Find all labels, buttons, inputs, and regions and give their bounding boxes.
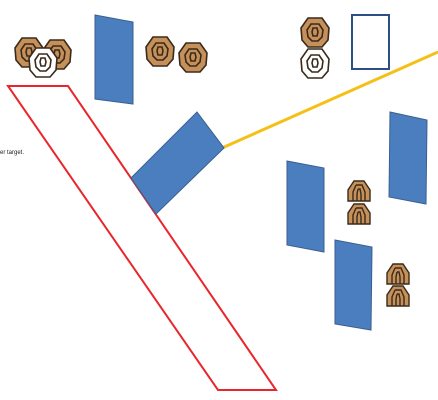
panel-top-left — [94, 14, 134, 105]
caption-text: er target. — [0, 150, 25, 156]
panel-right-lower — [334, 239, 373, 331]
panel-rotated — [130, 111, 225, 215]
small-target-icon — [386, 263, 410, 285]
small-target-icon — [386, 285, 410, 307]
empty-target-icon — [28, 47, 58, 78]
target-icon — [300, 17, 330, 48]
panel-right-middle — [286, 160, 325, 253]
target-icon — [145, 36, 175, 67]
beam-line — [221, 50, 438, 150]
small-target-icon — [347, 203, 371, 225]
path-outline — [6, 85, 278, 391]
small-target-icon — [347, 180, 371, 202]
frame-icon — [351, 14, 390, 70]
target-icon — [178, 42, 208, 73]
empty-target-icon — [300, 48, 330, 79]
panel-right-upper — [388, 111, 428, 205]
